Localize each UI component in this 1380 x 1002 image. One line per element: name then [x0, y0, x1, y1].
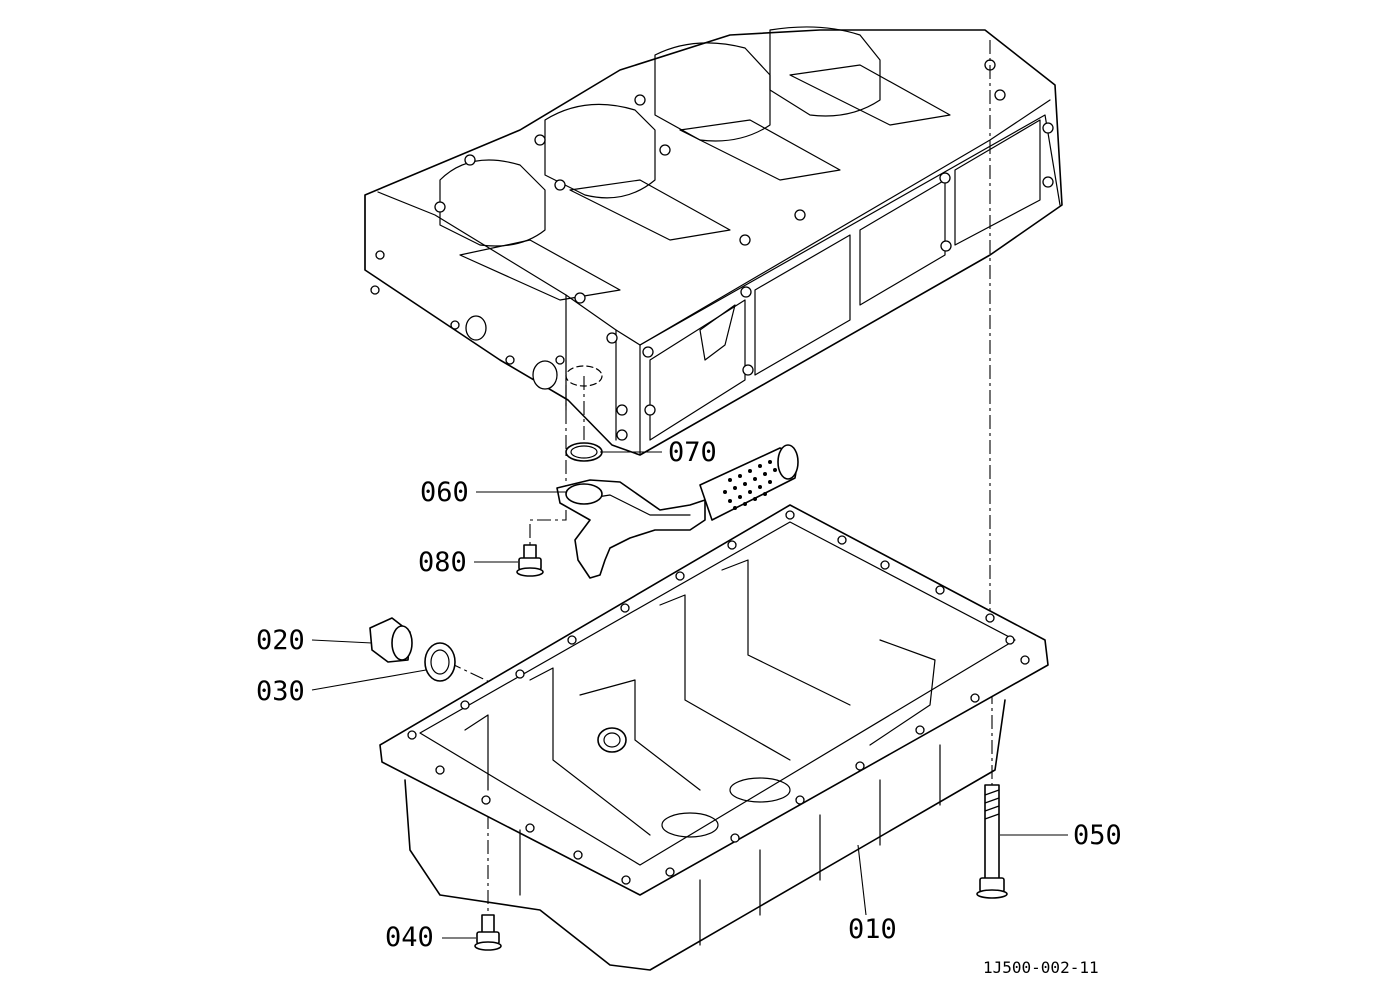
crankcase-block [364, 26, 1063, 456]
pan-bolt-short [474, 914, 502, 951]
part-label-060: 060 [420, 477, 469, 508]
leader-lines [311, 451, 1068, 939]
part-label-010: 010 [848, 914, 897, 945]
part-label-040: 040 [385, 922, 434, 953]
part-label-070: 070 [668, 437, 717, 468]
oil-pan [379, 504, 1049, 971]
part-label-050: 050 [1073, 820, 1122, 851]
drain-plug-gasket [424, 642, 456, 682]
drawing-code: 1J500-002-11 [983, 958, 1099, 977]
strainer-bolt [516, 544, 544, 577]
part-label-030: 030 [256, 676, 305, 707]
o-ring [565, 442, 603, 462]
part-label-080: 080 [418, 547, 467, 578]
drain-plug [369, 617, 413, 663]
part-labels: 070 060 080 020 030 040 050 010 1J500-00… [256, 437, 1122, 977]
pan-bolt-long [976, 784, 1008, 899]
part-label-020: 020 [256, 625, 305, 656]
oil-strainer [556, 444, 799, 579]
